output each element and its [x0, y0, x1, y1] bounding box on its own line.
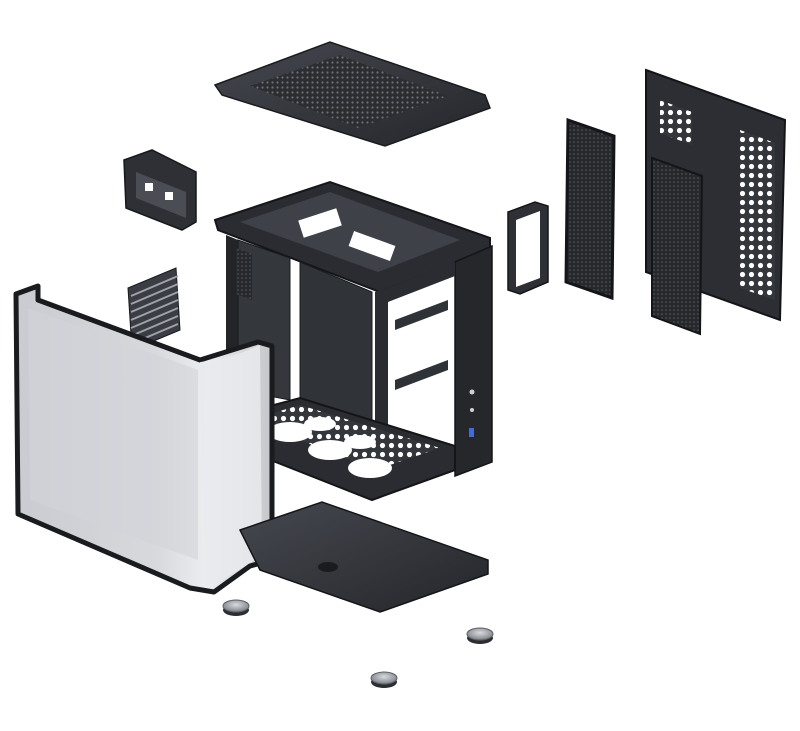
dust-filter	[564, 117, 616, 301]
top-mesh-panel	[213, 41, 491, 147]
rear-perforated-panel	[645, 68, 787, 336]
rubber-feet	[222, 599, 494, 688]
foot-2	[466, 627, 494, 644]
foot-3	[370, 671, 398, 688]
psu-bracket	[507, 201, 549, 295]
foot-1	[222, 599, 250, 616]
drive-cage-bracket	[123, 149, 197, 231]
pci-slot-covers	[127, 267, 181, 351]
bottom-panel	[238, 501, 489, 613]
curved-glass-side-panel	[13, 283, 275, 595]
